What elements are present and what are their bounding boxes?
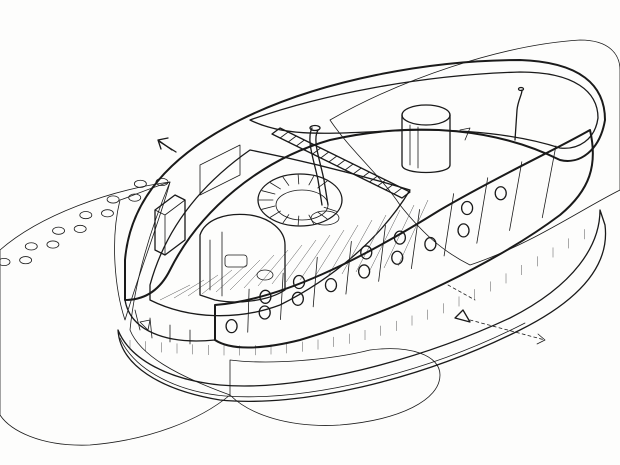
stepping-stone: [106, 195, 120, 204]
porthole: [225, 319, 238, 334]
front-glazing: [124, 299, 216, 345]
side-wall: [214, 129, 594, 349]
bathtub: [224, 254, 248, 268]
stepping-stone: [73, 224, 87, 233]
porthole: [259, 289, 272, 304]
porthole: [357, 264, 371, 279]
stepping-stone: [24, 242, 38, 251]
entry-arrow-bottom-right: [447, 284, 546, 345]
bedroom-pod: [199, 213, 286, 303]
stepping-stone: [128, 193, 142, 202]
skylight-strip: [271, 127, 411, 199]
porthole: [360, 245, 373, 260]
fireplace-flue: [309, 124, 329, 206]
porthole: [457, 223, 470, 238]
house-plinth: [117, 209, 607, 403]
porthole: [258, 305, 271, 320]
porthole: [494, 186, 507, 201]
coffee-table: [310, 210, 340, 226]
porthole: [393, 230, 407, 245]
roof-cylinder: [401, 104, 451, 174]
stepping-stone: [155, 177, 169, 186]
wash-basin: [256, 269, 274, 281]
portholes: [225, 186, 507, 334]
entry-arrow-top-left: [157, 137, 177, 153]
roof-inner-rim: [249, 71, 599, 149]
terrain-bottom-lobe: [229, 348, 441, 426]
roof-mast: [459, 86, 525, 141]
stepping-stone: [52, 226, 65, 235]
porthole: [391, 250, 404, 265]
stepping-stone: [19, 256, 33, 265]
curved-sofa: [257, 173, 343, 227]
interior-floor: [149, 149, 429, 317]
terrain-mound-right: [329, 39, 620, 266]
porthole: [324, 277, 338, 293]
porthole: [424, 236, 437, 252]
stepping-stone: [79, 211, 93, 220]
entry-door-mark: [139, 319, 151, 331]
stepping-stones: [0, 177, 169, 266]
house-shell: [124, 59, 606, 301]
porthole: [292, 274, 306, 290]
stepping-stone: [0, 258, 11, 266]
porthole: [460, 200, 474, 216]
porthole: [291, 291, 304, 306]
terrain: [0, 39, 620, 446]
terrain-lower-left: [0, 181, 231, 446]
roof-shell: [124, 59, 606, 301]
storage-cabinet: [199, 144, 241, 196]
stepping-stone: [133, 179, 147, 188]
kitchen-block: [154, 144, 241, 256]
stepping-stone: [46, 240, 60, 249]
stepping-stone: [101, 209, 114, 218]
